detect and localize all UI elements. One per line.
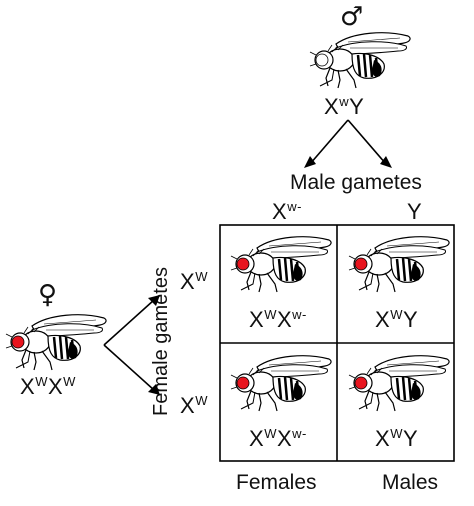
male-fly-icon — [308, 31, 412, 90]
cell-genotype: XWXw- — [249, 307, 307, 332]
punnett-cell-1: XWXw- — [219, 224, 337, 343]
column-header-2: Y — [407, 199, 423, 224]
punnett-grid-lines — [219, 224, 455, 462]
cell-genotype: XWY — [375, 307, 419, 332]
cell-genotype: XWXw- — [249, 426, 307, 451]
punnett-cell-3: XWXw- — [219, 343, 337, 462]
female-symbol: ♀ — [38, 280, 58, 310]
red-eye-fly-icon — [229, 354, 333, 413]
row-header-2: XW — [180, 393, 208, 418]
footer-females-label: Females — [236, 471, 317, 494]
red-eye-fly-icon — [229, 235, 333, 294]
female-genotype: XWXW — [20, 374, 76, 399]
punnett-cell-4: XWY — [337, 343, 455, 462]
row-header-1: XW — [180, 269, 208, 294]
male-symbol: ♂ — [340, 2, 364, 32]
male-arrows — [304, 119, 392, 168]
footer-males-label: Males — [382, 471, 439, 494]
female-fly-icon — [4, 313, 108, 372]
punnett-cell-2: XWY — [337, 224, 455, 343]
column-header-1: Xw- — [272, 199, 302, 224]
red-eye-fly-icon — [347, 354, 451, 413]
red-eye-fly-icon — [347, 235, 451, 294]
punnett-square: XWXw- XWY XWXw- XWY — [219, 224, 455, 462]
male-gametes-label: Male gametes — [290, 171, 422, 194]
male-genotype: XwY — [324, 94, 365, 119]
cell-genotype: XWY — [375, 426, 419, 451]
female-arrows — [103, 295, 160, 395]
